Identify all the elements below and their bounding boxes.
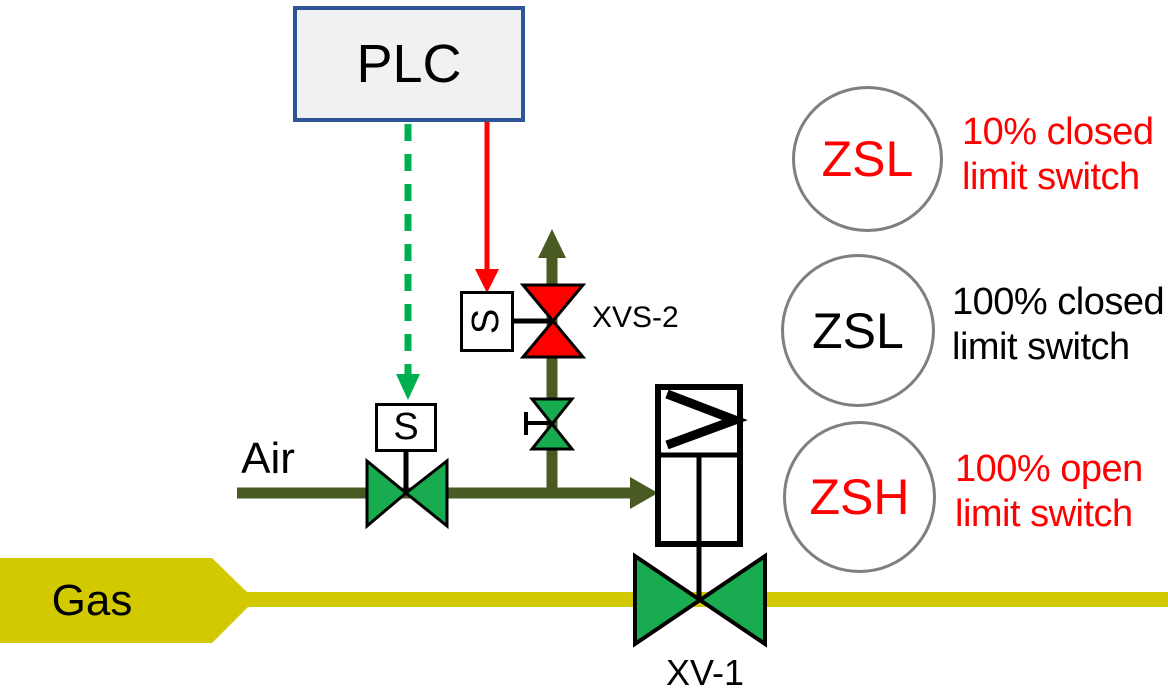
needle-valve [524,397,576,451]
zsh-100pct-description: 100% open limit switch [955,447,1143,537]
vent-solenoid-box: S [460,291,514,352]
valve-actuator-box [655,384,748,600]
plc-green-dashed-signal-line [396,124,420,400]
air-stream-label: Air [241,434,295,483]
zsl-100pct-tag: ZSL [812,302,904,359]
air-pipe-arrowhead [630,477,658,509]
actuator-chevron-icon [665,389,748,450]
air-solenoid-box: S [375,403,437,452]
green-signal-arrowhead [396,374,420,400]
vent-pipe-arrowhead [538,229,566,258]
zsl-10pct-description: 10% closed limit switch [962,110,1154,200]
gas-shutoff-valve-xv1 [633,552,767,648]
xv1-valve-tag: XV-1 [665,652,745,693]
zsl-10pct-circle: ZSL [792,86,943,232]
red-signal-arrowhead [475,269,499,293]
zsl-100pct-circle: ZSL [781,254,935,407]
zsh-100pct-tag: ZSH [809,469,910,525]
legend-line: limit switch [962,156,1140,198]
vent-solenoid-label: S [465,308,508,335]
air-solenoid-label: S [393,406,419,448]
plc-red-signal-line [475,122,499,293]
gas-pipe-banner [0,558,248,643]
xvs2-valve-tag: XVS-2 [592,301,679,334]
gas-stream-label: Gas [51,576,133,625]
zsh-100pct-circle: ZSH [783,421,936,573]
vent-solenoid-valve-xvs2 [513,283,587,359]
legend-line: 100% closed [952,281,1165,323]
zsl-10pct-tag: ZSL [821,131,914,187]
vent-pipe [538,229,566,493]
plc-box: PLC [293,6,525,122]
legend-line: limit switch [952,326,1130,368]
legend-line: 10% closed [962,111,1154,153]
legend-line: 100% open [955,448,1143,490]
zsl-100pct-description: 100% closed limit switch [952,280,1165,370]
plc-label: PLC [356,34,462,94]
legend-line: limit switch [955,493,1133,535]
air-solenoid-valve [365,452,449,530]
